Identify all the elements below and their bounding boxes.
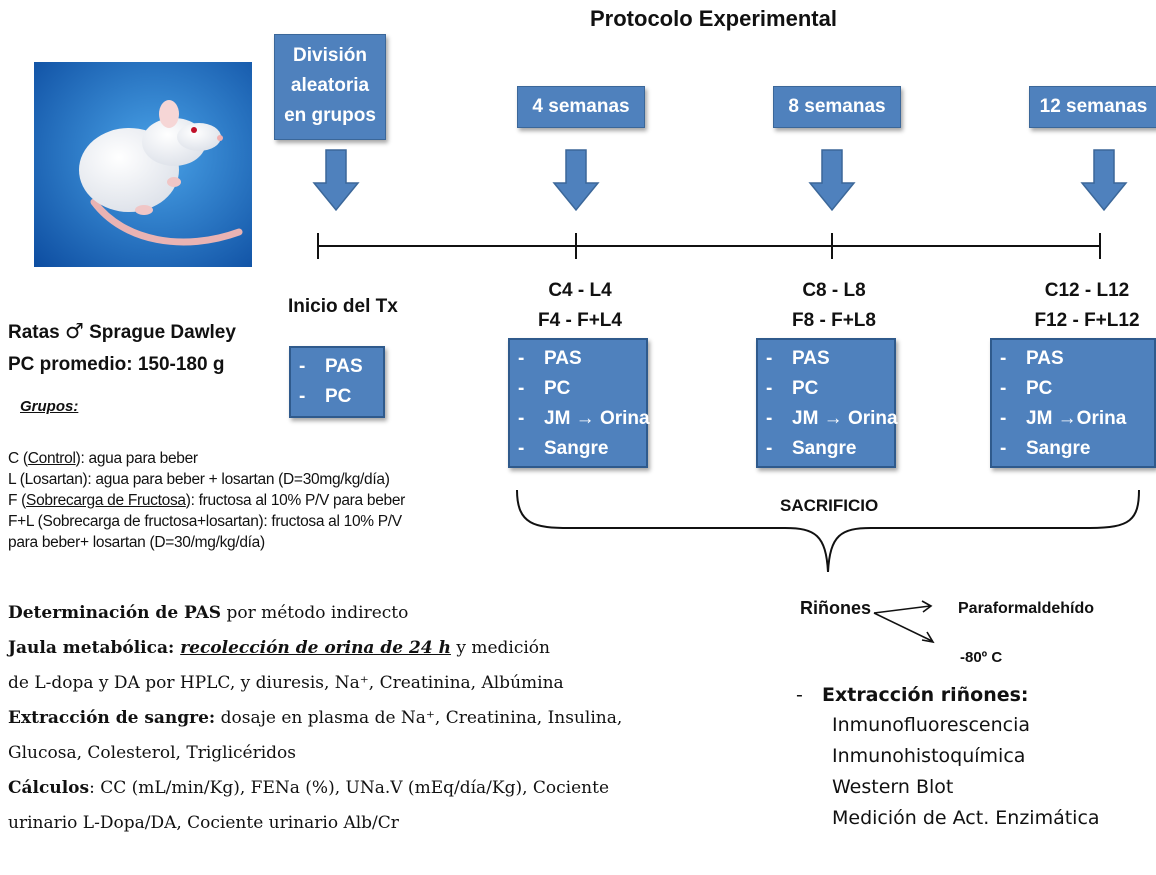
week12-item-pc: -PC xyxy=(1000,378,1053,399)
week4-label: 4 semanas xyxy=(532,96,630,117)
week12-item-pas: -PAS xyxy=(1000,348,1064,369)
week4-groups: C4 - L4 F4 - F+L4 xyxy=(516,276,644,336)
week8-item-pc: -PC xyxy=(766,378,819,399)
week8-groups-line1: C8 - L8 xyxy=(802,280,866,301)
week8-measurements-box: -PAS -PC -JM → Orina -Sangre xyxy=(756,338,898,468)
down-arrow-week8 xyxy=(808,149,856,212)
kidneys-label: Riñones xyxy=(800,598,872,618)
method-ldopa: de L-dopa y DA por HPLC, y diuresis, Na⁺… xyxy=(8,673,564,693)
method-jaula: Jaula metabólica: recolección de orina d… xyxy=(8,638,550,658)
group-control: C (Control): agua para beber xyxy=(8,450,198,467)
method-glucosa: Glucosa, Colesterol, Triglicéridos xyxy=(8,743,296,763)
diagram-title: Protocolo Experimental xyxy=(590,6,837,31)
week12-item-sangre: -Sangre xyxy=(1000,438,1091,459)
method-calculos: Cálculos: CC (mL/min/Kg), FENa (%), UNa.… xyxy=(8,778,610,798)
group-fructose-losartan: F+L (Sobrecarga de fructosa+losartan): f… xyxy=(8,513,402,530)
methods-block: Determinación de PAS por método indirect… xyxy=(8,596,622,841)
random-division-box: División aleatoria en grupos xyxy=(274,34,386,140)
week8-item-sangre: -Sangre xyxy=(766,438,857,459)
down-arrow-start xyxy=(312,149,360,212)
kidney-arrow-lower xyxy=(873,612,933,642)
extraction-heading: -Extracción riñones: xyxy=(796,684,1029,706)
start-label: Inicio del Tx xyxy=(288,296,398,317)
rats-strain: Ratas ♂ Sprague Dawley xyxy=(8,319,236,343)
week12-box: 12 semanas xyxy=(1029,86,1156,128)
start-item-pc: -PC xyxy=(299,386,352,407)
week4-groups-line1: C4 - L4 xyxy=(548,280,612,301)
extraction-item: Medición de Act. Enzimática xyxy=(832,807,1100,829)
week4-item-sangre: -Sangre xyxy=(518,438,609,459)
week8-item-pas: -PAS xyxy=(766,348,830,369)
week12-groups-line2: F12 - F+L12 xyxy=(1034,310,1140,331)
week12-item-jm: -JM →Orina xyxy=(1000,408,1127,429)
week4-item-pc: -PC xyxy=(518,378,571,399)
week12-groups-line1: C12 - L12 xyxy=(1044,280,1130,301)
week8-item-jm: -JM → Orina xyxy=(766,408,898,429)
extraction-items: Inmunofluorescencia Inmunohistoquímica W… xyxy=(832,710,1100,834)
week4-item-pas: -PAS xyxy=(518,348,582,369)
kidney-arrowhead-upper xyxy=(921,600,933,613)
week4-measurements-box: -PAS -PC -JM → Orina -Sangre xyxy=(508,338,650,468)
kidneys-dest-paraformaldehyde: Paraformaldehído xyxy=(958,600,1095,617)
kidney-arrowhead-lower xyxy=(921,631,935,644)
week4-item-jm: -JM → Orina xyxy=(518,408,650,429)
extraction-block: -Extracción riñones: Inmunofluorescencia… xyxy=(796,680,1100,834)
week12-groups: C12 - L12 F12 - F+L12 xyxy=(1018,276,1156,336)
sacrificio-label: SACRIFICIO xyxy=(780,496,879,515)
random-division-line3: en grupos xyxy=(284,105,376,126)
sacrificio-brace xyxy=(516,489,1140,573)
start-measurements-box: -PAS -PC xyxy=(289,346,385,418)
group-fructose-losartan-cont: para beber+ losartan (D=30/mg/kg/día) xyxy=(8,534,265,551)
kidneys-dest-freeze: -80º C xyxy=(960,649,1003,666)
week8-label: 8 semanas xyxy=(788,96,886,117)
groups-heading: Grupos: xyxy=(20,398,79,415)
down-arrow-week4 xyxy=(552,149,600,212)
week12-label: 12 semanas xyxy=(1039,96,1148,117)
down-arrow-week12 xyxy=(1080,149,1128,212)
groups-list: C (Control): agua para beber L (Losartan… xyxy=(8,448,405,553)
week4-box: 4 semanas xyxy=(517,86,645,128)
method-sangre: Extracción de sangre: dosaje en plasma d… xyxy=(8,708,623,728)
random-division-line1: División xyxy=(293,45,367,66)
rat-photo xyxy=(34,62,252,267)
kidney-arrow-upper xyxy=(873,605,931,614)
week8-groups-line2: F8 - F+L8 xyxy=(792,310,876,331)
extraction-item: Inmunofluorescencia xyxy=(832,714,1031,736)
week12-measurements-box: -PAS -PC -JM →Orina -Sangre xyxy=(990,338,1156,468)
extraction-item: Inmunohistoquímica xyxy=(832,745,1026,767)
random-division-line2: aleatoria xyxy=(290,75,370,96)
rats-info: Ratas ♂ Sprague Dawley PC promedio: 150-… xyxy=(8,315,236,381)
rats-weight: PC promedio: 150-180 g xyxy=(8,354,225,375)
week4-groups-line2: F4 - F+L4 xyxy=(538,310,622,331)
week8-groups: C8 - L8 F8 - F+L8 xyxy=(770,276,898,336)
week8-box: 8 semanas xyxy=(773,86,901,128)
method-pas: Determinación de PAS por método indirect… xyxy=(8,603,409,623)
start-item-pas: -PAS xyxy=(299,356,363,377)
extraction-item: Western Blot xyxy=(832,776,954,798)
group-fructose: F (Sobrecarga de Fructosa): fructosa al … xyxy=(8,492,406,509)
group-losartan: L (Losartan): agua para beber + losartan… xyxy=(8,471,390,488)
male-symbol-icon: ♂ xyxy=(65,319,84,343)
method-urinario: urinario L-Dopa/DA, Cociente urinario Al… xyxy=(8,813,399,833)
